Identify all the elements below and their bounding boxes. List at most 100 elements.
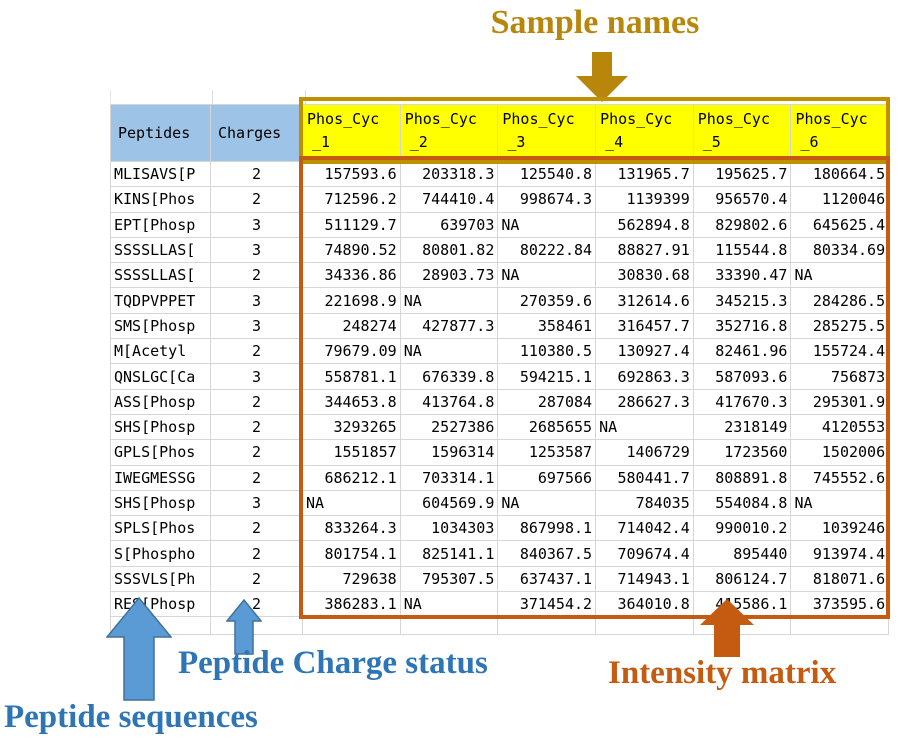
charge-cell[interactable]: 2 <box>210 565 303 593</box>
peptide-cell[interactable]: SPLS[Phos <box>110 515 211 542</box>
intensity-cell[interactable]: 33390.47 <box>692 262 792 289</box>
sample-column-header[interactable]: Phos_Cyc_5 <box>692 104 792 162</box>
intensity-cell[interactable]: 637437.1 <box>497 565 597 593</box>
intensity-cell[interactable]: 639703 <box>399 211 499 238</box>
intensity-cell[interactable]: 155724.4 <box>790 338 890 365</box>
sample-column-header[interactable]: Phos_Cyc_4 <box>595 104 694 162</box>
intensity-cell[interactable]: 82461.96 <box>692 338 792 365</box>
intensity-cell[interactable]: 594215.1 <box>497 363 597 390</box>
empty-cell[interactable] <box>595 616 694 636</box>
charge-cell[interactable]: 2 <box>210 591 303 618</box>
peptide-cell[interactable]: EPT[Phosp <box>110 211 211 238</box>
intensity-cell[interactable]: 371454.2 <box>497 591 597 618</box>
empty-cell[interactable] <box>790 616 890 636</box>
intensity-cell[interactable]: 344653.8 <box>302 388 401 415</box>
intensity-cell[interactable]: 604569.9 <box>399 489 499 517</box>
intensity-cell[interactable]: 180664.5 <box>790 160 890 188</box>
intensity-cell[interactable]: 990010.2 <box>692 515 792 542</box>
peptide-cell[interactable]: SSSSLLAS[ <box>110 236 211 264</box>
intensity-cell[interactable]: 386283.1 <box>302 591 401 618</box>
intensity-cell[interactable]: 676339.8 <box>399 363 499 390</box>
peptides-column-header[interactable]: Peptides <box>110 104 211 162</box>
intensity-cell[interactable]: 1551857 <box>302 439 401 466</box>
peptide-cell[interactable]: IWEGMESSG <box>110 464 211 491</box>
intensity-cell[interactable]: 270359.6 <box>497 287 597 314</box>
peptide-cell[interactable]: SHS[Phosp <box>110 413 211 441</box>
empty-cell[interactable] <box>497 616 597 636</box>
intensity-cell[interactable]: NA <box>399 338 499 365</box>
intensity-cell[interactable]: NA <box>399 591 499 618</box>
intensity-cell[interactable]: 2318149 <box>692 413 792 441</box>
charge-cell[interactable]: 3 <box>210 489 303 517</box>
intensity-cell[interactable]: 587093.6 <box>692 363 792 390</box>
charge-cell[interactable]: 2 <box>210 388 303 415</box>
charge-cell[interactable]: 3 <box>210 312 303 340</box>
intensity-cell[interactable]: 895440 <box>692 540 792 567</box>
peptide-cell[interactable]: GPLS[Phos <box>110 439 211 466</box>
intensity-cell[interactable]: NA <box>790 262 890 289</box>
intensity-cell[interactable]: NA <box>399 287 499 314</box>
sample-column-header[interactable]: Phos_Cyc_1 <box>302 104 401 162</box>
intensity-cell[interactable]: 115544.8 <box>692 236 792 264</box>
charge-cell[interactable]: 3 <box>210 211 303 238</box>
intensity-cell[interactable]: 110380.5 <box>497 338 597 365</box>
sample-column-header[interactable]: Phos_Cyc_3 <box>497 104 597 162</box>
intensity-cell[interactable]: 312614.6 <box>595 287 694 314</box>
peptide-cell[interactable]: M[Acetyl <box>110 338 211 365</box>
intensity-cell[interactable]: 806124.7 <box>692 565 792 593</box>
intensity-cell[interactable]: 2685655 <box>497 413 597 441</box>
charge-cell[interactable]: 2 <box>210 464 303 491</box>
intensity-cell[interactable]: 285275.5 <box>790 312 890 340</box>
charge-cell[interactable]: 3 <box>210 363 303 390</box>
intensity-cell[interactable]: 712596.2 <box>302 186 401 213</box>
intensity-cell[interactable]: 703314.1 <box>399 464 499 491</box>
empty-cell[interactable] <box>302 616 401 636</box>
intensity-cell[interactable]: 580441.7 <box>595 464 694 491</box>
intensity-cell[interactable]: 74890.52 <box>302 236 401 264</box>
intensity-cell[interactable]: 287084 <box>497 388 597 415</box>
intensity-cell[interactable]: 345215.3 <box>692 287 792 314</box>
intensity-cell[interactable]: 829802.6 <box>692 211 792 238</box>
intensity-cell[interactable]: 795307.5 <box>399 565 499 593</box>
intensity-cell[interactable]: 558781.1 <box>302 363 401 390</box>
charge-cell[interactable]: 2 <box>210 160 303 188</box>
peptide-cell[interactable]: MLISAVS[P <box>110 160 211 188</box>
intensity-cell[interactable]: 745552.6 <box>790 464 890 491</box>
intensity-cell[interactable]: 221698.9 <box>302 287 401 314</box>
intensity-cell[interactable]: 562894.8 <box>595 211 694 238</box>
charge-cell[interactable]: 2 <box>210 413 303 441</box>
peptide-cell[interactable]: SSSVLS[Ph <box>110 565 211 593</box>
intensity-cell[interactable]: 80222.84 <box>497 236 597 264</box>
intensity-cell[interactable]: 1502006 <box>790 439 890 466</box>
charge-cell[interactable]: 2 <box>210 186 303 213</box>
charge-cell[interactable]: 3 <box>210 236 303 264</box>
intensity-cell[interactable]: 784035 <box>595 489 694 517</box>
intensity-cell[interactable]: 692863.3 <box>595 363 694 390</box>
charge-cell[interactable]: 2 <box>210 439 303 466</box>
intensity-cell[interactable]: 286627.3 <box>595 388 694 415</box>
intensity-cell[interactable]: 248274 <box>302 312 401 340</box>
charge-cell[interactable]: 2 <box>210 262 303 289</box>
intensity-cell[interactable]: 413764.8 <box>399 388 499 415</box>
intensity-cell[interactable]: 2527386 <box>399 413 499 441</box>
intensity-cell[interactable]: 998674.3 <box>497 186 597 213</box>
peptide-cell[interactable]: SMS[Phosp <box>110 312 211 340</box>
intensity-cell[interactable]: 203318.3 <box>399 160 499 188</box>
peptide-cell[interactable]: SHS[Phosp <box>110 489 211 517</box>
intensity-cell[interactable]: 30830.68 <box>595 262 694 289</box>
intensity-cell[interactable]: 554084.8 <box>692 489 792 517</box>
intensity-cell[interactable]: 697566 <box>497 464 597 491</box>
intensity-cell[interactable]: NA <box>497 489 597 517</box>
intensity-cell[interactable]: 511129.7 <box>302 211 401 238</box>
intensity-cell[interactable]: 79679.09 <box>302 338 401 365</box>
intensity-cell[interactable]: 1139399 <box>595 186 694 213</box>
peptide-cell[interactable]: S[Phospho <box>110 540 211 567</box>
intensity-cell[interactable]: 80334.69 <box>790 236 890 264</box>
intensity-cell[interactable]: 28903.73 <box>399 262 499 289</box>
peptide-cell[interactable]: ASS[Phosp <box>110 388 211 415</box>
intensity-cell[interactable]: 1406729 <box>595 439 694 466</box>
intensity-cell[interactable]: 295301.9 <box>790 388 890 415</box>
intensity-cell[interactable]: 1034303 <box>399 515 499 542</box>
peptide-cell[interactable]: TQDPVPPET <box>110 287 211 314</box>
intensity-cell[interactable]: 417670.3 <box>692 388 792 415</box>
